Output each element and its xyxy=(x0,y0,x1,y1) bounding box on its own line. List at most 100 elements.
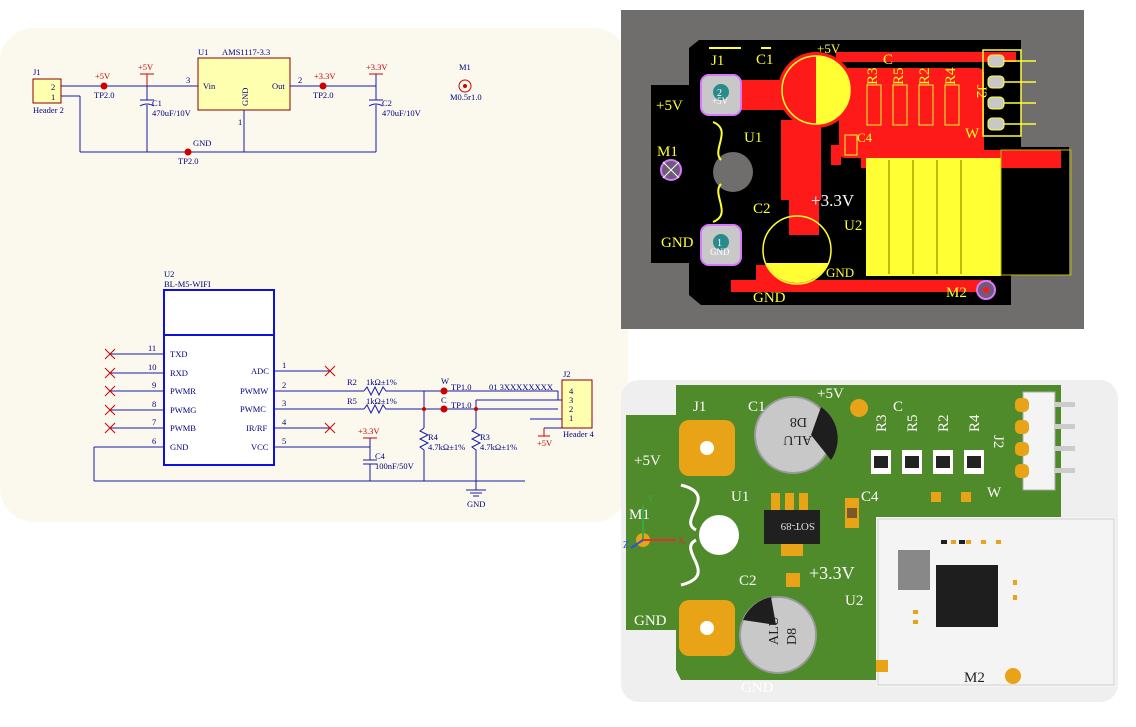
pcb-label-m2: M2 xyxy=(946,285,967,301)
m1-value: M0.5r1.0 xyxy=(450,92,482,102)
pcb3d-label-c: C xyxy=(893,399,903,415)
pcb3d-label-gnd-bottom: GND xyxy=(741,680,774,696)
pcb-label-gnd-left: GND xyxy=(661,235,694,251)
c1-value: 470uF/10V xyxy=(152,108,192,118)
c2-value: 470uF/10V xyxy=(382,108,422,118)
j2-pin3: 3 xyxy=(569,395,573,405)
pcb3d-label-r2: R2 xyxy=(936,414,952,432)
pcb3d-label-c2: C2 xyxy=(739,573,757,589)
j2-name: Header 4 xyxy=(563,429,595,439)
r3-ref: R3 xyxy=(480,432,490,442)
u2-ref: U2 xyxy=(164,269,174,279)
gnd-symbol-label: GND xyxy=(467,499,485,509)
pcb-3d-drawing: J1 C1 +5V C R3 R5 R2 R4 J2 +5V U1 C4 W M… xyxy=(623,385,1116,696)
j2-pin2: 2 xyxy=(569,404,573,414)
r5-ref: R5 xyxy=(347,396,357,406)
j1-pin2: 2 xyxy=(51,82,55,92)
pcb3d-label-m2: M2 xyxy=(964,670,985,686)
pcb3d-label-gnd-left: GND xyxy=(634,613,667,629)
pcb-label-gnd-bottom: GND xyxy=(826,265,854,280)
u1-pin-vin: 3 xyxy=(186,75,190,85)
pcb-label-3v3: +3.3V xyxy=(811,191,855,210)
pcb3d-c2-mark-a: ALU xyxy=(767,616,782,645)
pcb3d-label-3v3: +3.3V xyxy=(809,563,855,583)
net-3v3-tp: +3.3V xyxy=(314,71,336,81)
pcb-layout-drawing: J1 C1 +5V C R3 R5 R2 R4 J2 +5V U1 C4 W M… xyxy=(651,40,1072,306)
r2-ref: R2 xyxy=(347,377,357,387)
u1-vin: Vin xyxy=(203,81,216,91)
pcb-label-5v-left: +5V xyxy=(656,98,683,114)
pcb-label-r2: R2 xyxy=(917,67,933,85)
pcb-label-r3: R3 xyxy=(865,67,881,85)
u1-pin-gnd: 1 xyxy=(238,117,242,127)
j1-ref: J1 xyxy=(33,67,41,77)
j2-ref: J2 xyxy=(563,369,571,379)
tp-3v3: TP2.0 xyxy=(313,90,334,100)
u2-pin6: 6 xyxy=(152,436,156,446)
u2-pin-txd: TXD xyxy=(170,349,187,359)
tp-gnd: TP2.0 xyxy=(178,156,199,166)
u2-pin-vcc: VCC xyxy=(251,442,269,452)
pcb3d-label-c1: C1 xyxy=(748,399,766,415)
r4-value: 4.7kΩ±1% xyxy=(428,442,465,452)
pcb3d-c2-mark-b: D8 xyxy=(785,628,800,645)
r4-ref: R4 xyxy=(428,432,439,442)
u2-pin8: 8 xyxy=(152,399,156,409)
pcb-label-c1: C1 xyxy=(756,52,774,68)
pcb3d-resistors xyxy=(871,450,984,474)
r2-value: 1kΩ±1% xyxy=(366,377,397,387)
c1-ref: C1 xyxy=(152,98,162,108)
pcb3d-label-u1: U1 xyxy=(731,489,749,505)
pcb-label-u2: U2 xyxy=(844,218,862,234)
pcb3d-label-j1: J1 xyxy=(693,399,706,415)
pcb3d-label-j2: J2 xyxy=(990,435,1006,448)
u2-pin-pwmb: PWMB xyxy=(170,423,196,433)
c2-ref: C2 xyxy=(382,98,392,108)
tp-w: TP1.0 xyxy=(451,382,472,392)
net-gnd: GND xyxy=(193,138,211,148)
pcb-label-u1: U1 xyxy=(744,130,762,146)
net-3v3-c4: +3.3V xyxy=(358,426,380,436)
r5-value: 1kΩ±1% xyxy=(366,396,397,406)
pcb-label-c2: C2 xyxy=(753,201,771,217)
u2-pin-pwmg: PWMG xyxy=(170,405,196,415)
pcb-layout-panel: J1 C1 +5V C R3 R5 R2 R4 J2 +5V U1 C4 W M… xyxy=(621,10,1084,329)
u2-pin1: 1 xyxy=(282,360,286,370)
pcb-pad2-number: 2 xyxy=(717,88,722,99)
j1-pin1: 1 xyxy=(51,92,55,102)
pcb-label-5v: +5V xyxy=(817,41,841,56)
tp-5v: TP2.0 xyxy=(94,90,115,100)
u1-gnd: GND xyxy=(240,88,250,106)
pcb-label-gnd-bottom2: GND xyxy=(753,290,786,306)
u2-pin-irrf: IR/RF xyxy=(246,423,268,433)
pcb3d-label-u2: U2 xyxy=(845,593,863,609)
pcb3d-label-r4: R4 xyxy=(967,414,983,432)
c4-value: 100nF/50V xyxy=(375,461,415,471)
pcb-pad1-net: GND xyxy=(710,247,730,257)
u2-part: BL-M5-WIFI xyxy=(164,279,211,289)
pcb3d-c1-mark-b: ALU xyxy=(783,432,812,447)
u2-pin3: 3 xyxy=(282,398,286,408)
pcb-mounting-hole xyxy=(713,152,753,192)
j2-body xyxy=(561,379,593,429)
r3-value: 4.7kΩ±1% xyxy=(480,442,517,452)
m1-ref: M1 xyxy=(459,62,471,72)
j2-pin4: 4 xyxy=(569,386,574,396)
pcb-label-w: W xyxy=(965,126,980,142)
pcb3d-label-c4: C4 xyxy=(861,489,879,505)
j2-pin1: 1 xyxy=(569,413,573,423)
u2-pin9: 9 xyxy=(152,380,156,390)
pcb3d-label-5v-left: +5V xyxy=(634,453,661,469)
pcb3d-u1-marking: SOT-89 xyxy=(780,520,815,532)
u2-pin11: 11 xyxy=(148,343,156,353)
pcb-label-r4: R4 xyxy=(943,67,959,85)
u2-pin-gnd: GND xyxy=(170,442,188,452)
u2-pin2: 2 xyxy=(282,380,286,390)
pcb-label-j1: J1 xyxy=(711,53,724,69)
u1-ref: U1 xyxy=(198,47,208,57)
pcb3d-label-w: W xyxy=(987,485,1002,501)
pcb-label-r5: R5 xyxy=(891,67,907,85)
u2-pin4: 4 xyxy=(282,417,287,427)
pcb3d-label-r5: R5 xyxy=(905,414,921,432)
pcb3d-label-5v: +5V xyxy=(817,386,844,402)
